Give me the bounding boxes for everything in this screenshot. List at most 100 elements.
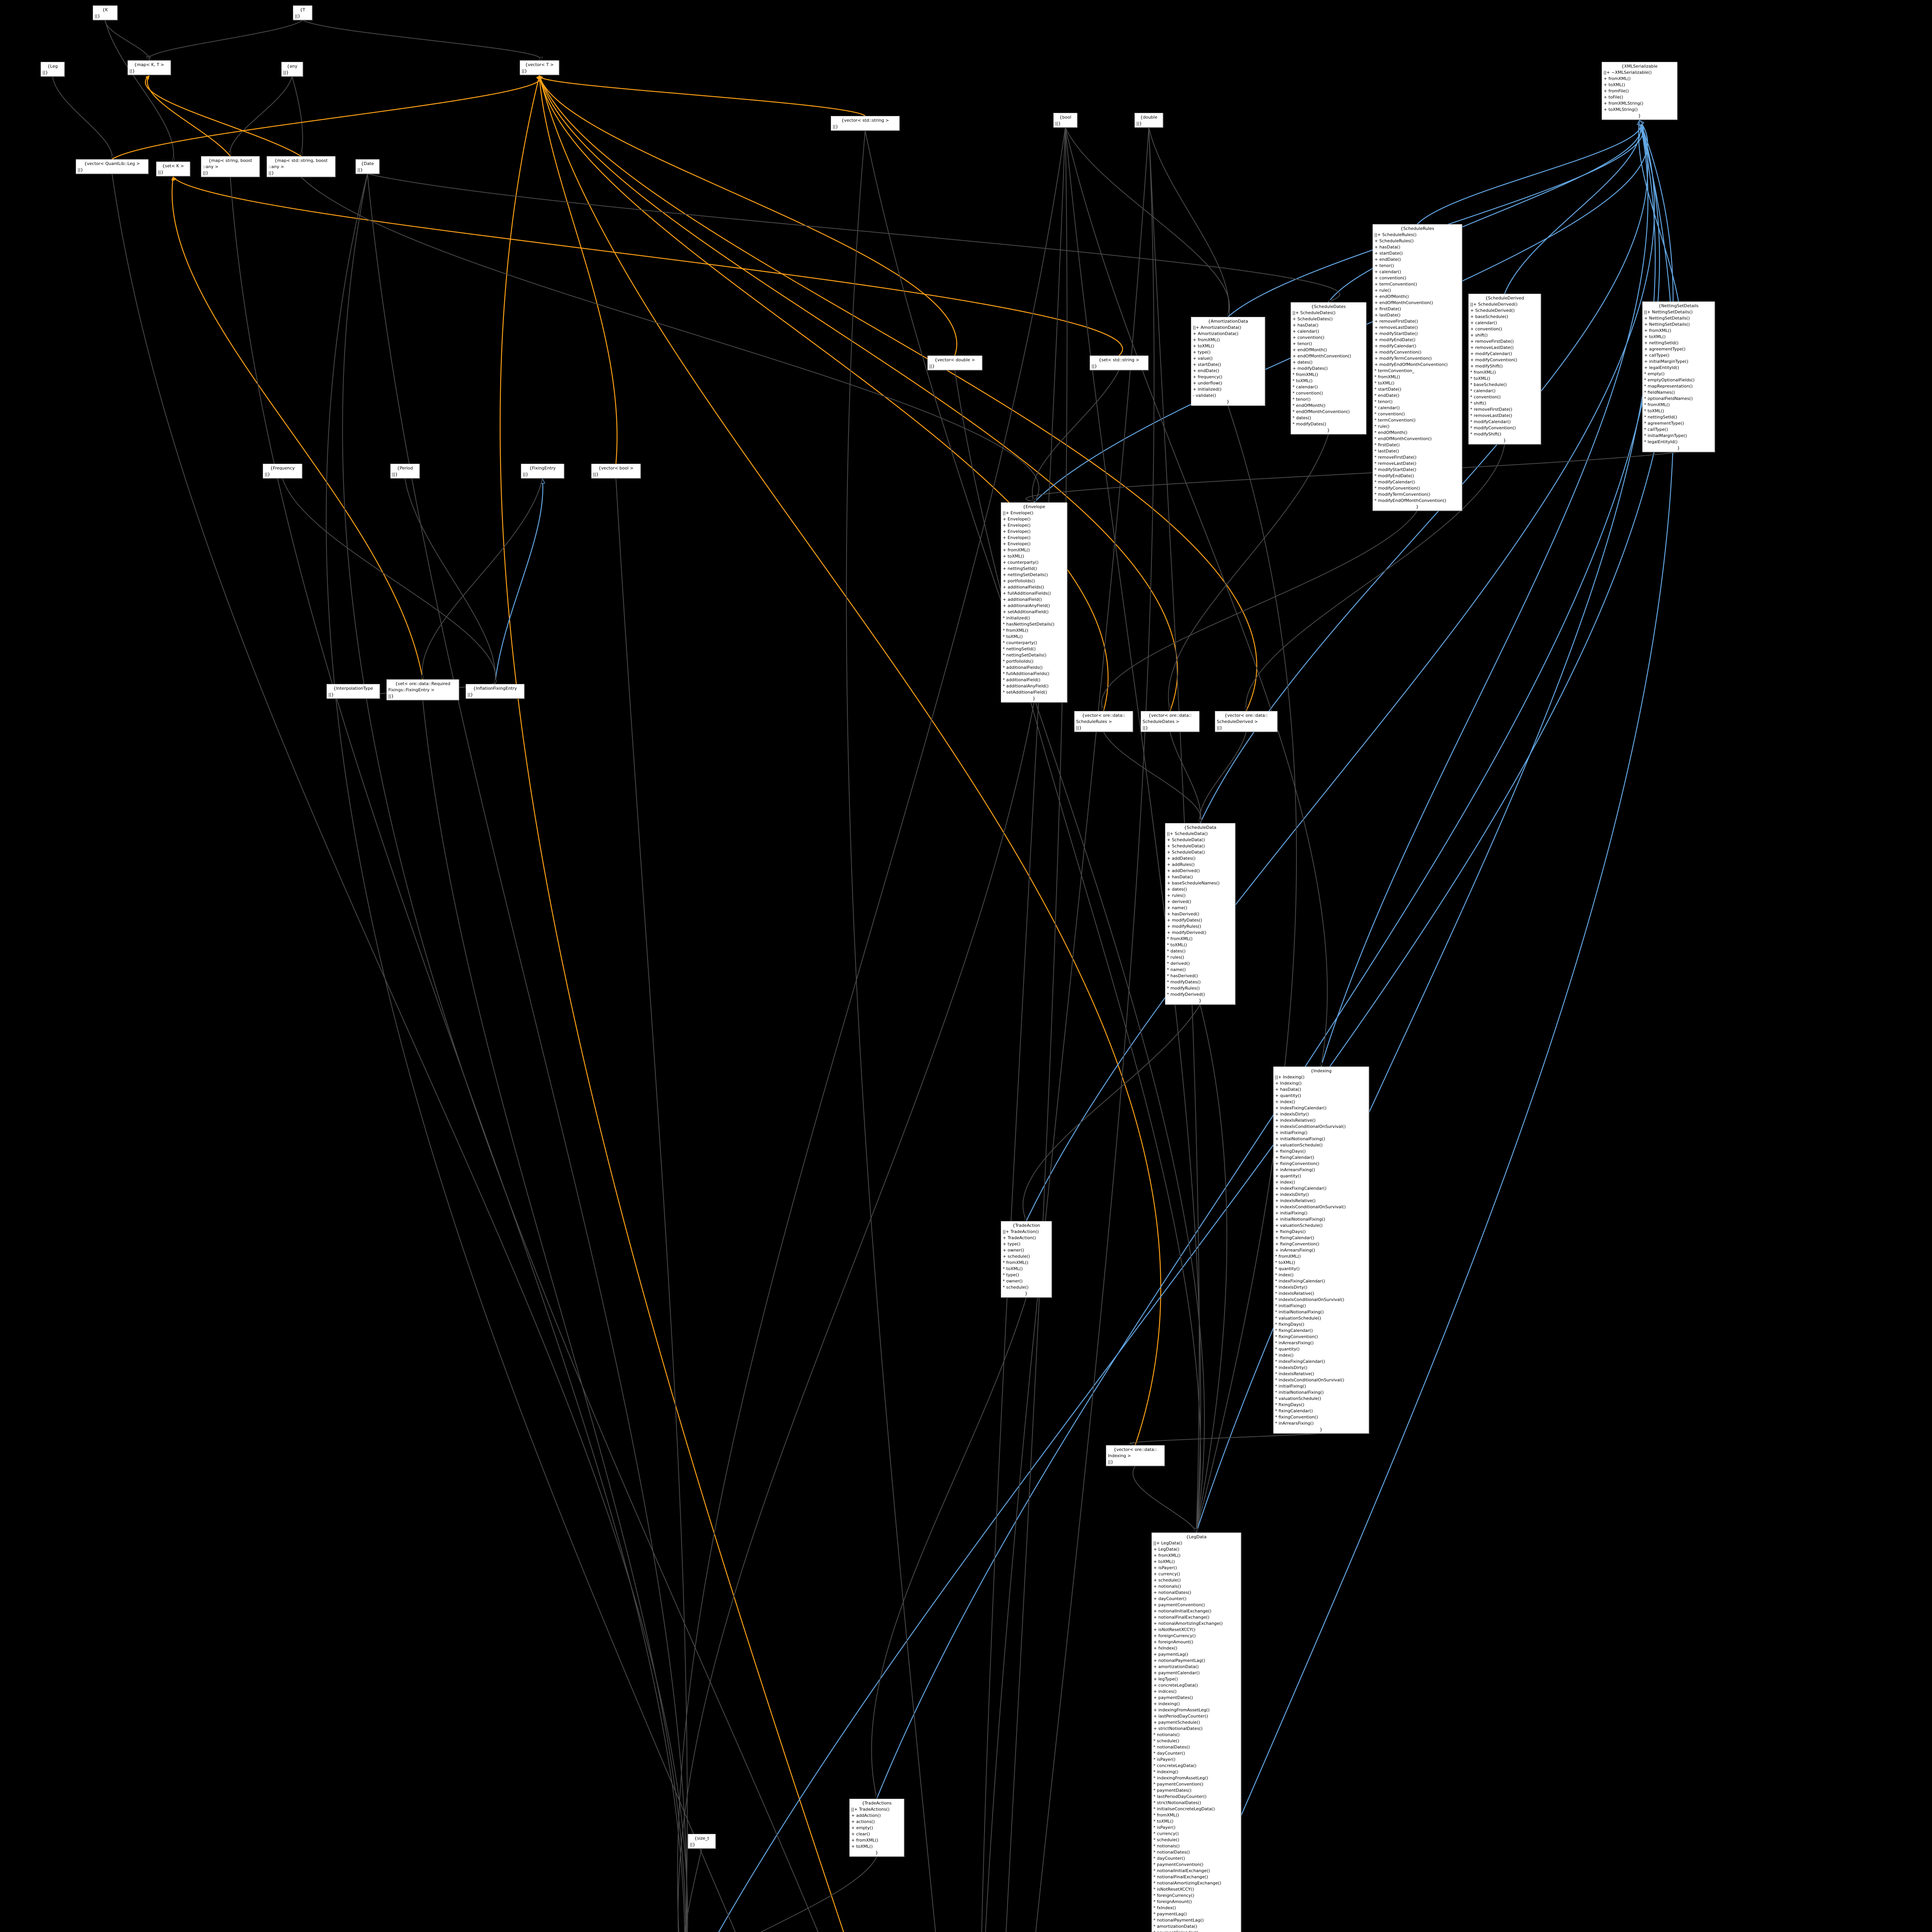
class-member: ||+ Indexing() [1275, 1075, 1305, 1080]
class-member: * paymentCalendar() [1153, 1930, 1239, 1932]
class-node-size_t[interactable]: {size_t||} [688, 1834, 716, 1849]
class-member: * inArrearsFixing() [1275, 1421, 1314, 1426]
class-node-setK[interactable]: {set< K >||} [156, 162, 190, 176]
class-node-ScheduleData[interactable]: {ScheduleData||+ ScheduleData()+ Schedul… [1165, 823, 1235, 1005]
class-node-vecQLLeg[interactable]: {vector< QuantLib::Leg >||} [76, 159, 148, 174]
class-member: * modifyDerived() [1167, 992, 1205, 997]
edge-vecBool-to-vecT [538, 75, 618, 464]
class-node-Envelope[interactable]: {Envelope||+ Envelope()+ Envelope()+ Env… [1001, 502, 1067, 702]
class-node-TradeAction[interactable]: {TradeAction||+ TradeAction()+ TradeActi… [1001, 1221, 1052, 1298]
class-member: * currency() [1153, 1831, 1179, 1836]
class-member: * dates() [1167, 949, 1186, 954]
class-node-Indexing[interactable]: {Indexing||+ Indexing()+ Indexing()+ has… [1273, 1066, 1369, 1434]
class-member: ||} [265, 472, 270, 477]
class-member: + fixingCalendar() [1275, 1155, 1315, 1160]
class-node-TradeActions[interactable]: {TradeActions||+ TradeActions()+ addActi… [849, 1799, 904, 1857]
class-member: + toXML() [1153, 1559, 1175, 1564]
class-member: * modifyRules() [1167, 986, 1200, 991]
class-member: + NettingSetDetails() [1644, 316, 1690, 321]
class-member: + Envelope() [1003, 535, 1031, 540]
class-member: * paymentDates() [1153, 1788, 1192, 1793]
class-member: * foreignCurrency() [1153, 1893, 1194, 1898]
edge-ScheduleDerived-to-vecSchedDerived [1246, 444, 1505, 710]
class-node-any[interactable]: {any||} [281, 62, 303, 77]
class-member: * owner() [1003, 1279, 1023, 1284]
class-member: * strictNotionalDates() [1153, 1800, 1201, 1805]
class-member: * initialiseConcreteLegData() [1153, 1806, 1215, 1811]
class-node-ScheduleRules[interactable]: {ScheduleRules||+ ScheduleRules()+ Sched… [1372, 224, 1462, 511]
class-member: * hasDerived() [1167, 973, 1198, 978]
class-node-title: {ScheduleDates [1311, 304, 1346, 309]
class-node-T[interactable]: {T||} [293, 5, 312, 20]
class-member: * concreteLegData() [1153, 1763, 1197, 1768]
class-member: ||+ AmortizationData() [1193, 325, 1242, 330]
class-node-ScheduleDerived[interactable]: {ScheduleDerived||+ ScheduleDerived()+ S… [1468, 294, 1541, 444]
class-member: + type() [1193, 350, 1211, 355]
class-node-setStdString[interactable]: {set< std::string >||} [1090, 355, 1148, 370]
class-node-Date[interactable]: {Date||} [355, 159, 379, 174]
class-node-mapStdStrAny[interactable]: {map< std::string, boost::any >||} [267, 156, 335, 177]
class-node-bool[interactable]: {bool||} [1053, 113, 1077, 128]
class-node-Leg[interactable]: {Leg||} [41, 62, 65, 77]
class-node-Frequency[interactable]: {Frequency||} [263, 464, 302, 478]
class-member: + AmortizationData() [1193, 331, 1239, 336]
class-member: + ScheduleData() [1167, 837, 1205, 842]
class-node-InflationFixingEntry[interactable]: {InflationFixingEntry||} [466, 684, 524, 699]
class-member: + underflow() [1193, 381, 1223, 386]
class-node-LegData[interactable]: {LegData||+ LegData()+ LegData()+ fromXM… [1151, 1532, 1241, 1932]
class-member: * fromXML() [1374, 374, 1400, 379]
class-member: + ScheduleData() [1167, 844, 1205, 849]
edge-any-to-mapStrAny [230, 76, 293, 155]
class-member: * fixingConvention() [1275, 1334, 1318, 1339]
class-member: * initialMarginType() [1644, 433, 1687, 438]
class-member: + modifyStartDate() [1374, 331, 1418, 336]
class-member: * nettingSetId() [1003, 646, 1036, 651]
class-member: * empty() [1644, 371, 1665, 376]
class-member: - validate() [1193, 393, 1216, 398]
class-member: + notionalInitialExchange() [1153, 1609, 1212, 1614]
class-member: * emptyOptionalFields() [1644, 378, 1695, 383]
class-node-title: {vector< T > [525, 62, 554, 67]
class-member: + ScheduleDates() [1293, 316, 1333, 321]
class-node-FixingEntry[interactable]: {FixingEntry||} [521, 464, 564, 478]
class-member: * name() [1167, 967, 1186, 972]
class-member: + fromXML() [1604, 76, 1631, 81]
class-node-title: {InflationFixingEntry [473, 686, 517, 691]
class-node-vecSchedDerived[interactable]: {vector< ore::data::ScheduleDerived >||} [1215, 711, 1277, 732]
class-member: * toXML() [1275, 1260, 1295, 1265]
class-member: + paymentCalendar() [1153, 1670, 1200, 1675]
class-node-double[interactable]: {double||} [1134, 113, 1163, 128]
class-node-NettingSetDetails[interactable]: {NettingSetDetails||+ NettingSetDetails(… [1642, 301, 1715, 452]
class-node-vecDouble[interactable]: {vector< double >||} [927, 355, 982, 370]
class-member: + modifyDates() [1167, 918, 1202, 923]
class-node-XMLSerializable[interactable]: {XMLSerializable||+ ~XMLSerializable()+ … [1602, 62, 1677, 120]
class-node-AmortizationData[interactable]: {AmortizationData||+ AmortizationData()+… [1191, 317, 1265, 406]
edge-Date-to-ScheduleDates [367, 173, 1340, 301]
class-node-mapKT[interactable]: {map< K, T >||} [128, 60, 171, 75]
class-member: + agreementType() [1644, 347, 1685, 352]
class-node-InterpolationType[interactable]: {InterpolationType||} [327, 684, 380, 699]
class-node-Period[interactable]: {Period||} [390, 464, 420, 478]
class-node-vecStdString[interactable]: {vector< std::string >||} [831, 116, 900, 131]
class-member: * index() [1275, 1353, 1294, 1358]
class-member: + modifyCalendar() [1470, 351, 1512, 356]
class-node-vecBool[interactable]: {vector< bool >||} [591, 464, 641, 478]
class-member: * valuationSchedule() [1275, 1316, 1321, 1321]
class-member: + valuationSchedule() [1275, 1143, 1323, 1148]
class-node-title: {Period [397, 466, 413, 471]
class-node-title: {InterpolationType [333, 686, 373, 691]
class-member: * optionalFieldNames() [1644, 396, 1693, 401]
class-member: ||} [1055, 121, 1061, 126]
class-node-vecSchedRules[interactable]: {vector< ore::data::ScheduleRules >||} [1074, 711, 1133, 732]
class-node-vecSchedDates[interactable]: {vector< ore::data::ScheduleDates >||} [1141, 711, 1199, 732]
class-node-vecIndexing[interactable]: {vector< ore::data::Indexing >||} [1106, 1445, 1165, 1466]
class-member: * firstDate() [1374, 442, 1400, 447]
class-node-ScheduleDates[interactable]: {ScheduleDates||+ ScheduleDates()+ Sched… [1291, 302, 1366, 434]
class-node-K[interactable]: {K||} [93, 5, 117, 20]
class-node-title: {set< std::string > [1099, 357, 1139, 362]
class-member: + fixingCalendar() [1275, 1235, 1315, 1240]
class-node-mapStrAny[interactable]: {map< string, boost::any >||} [201, 156, 260, 177]
edge-vecSchedDates-to-vecT [539, 75, 1178, 711]
class-node-vecT[interactable]: {vector< T >||} [520, 60, 559, 75]
